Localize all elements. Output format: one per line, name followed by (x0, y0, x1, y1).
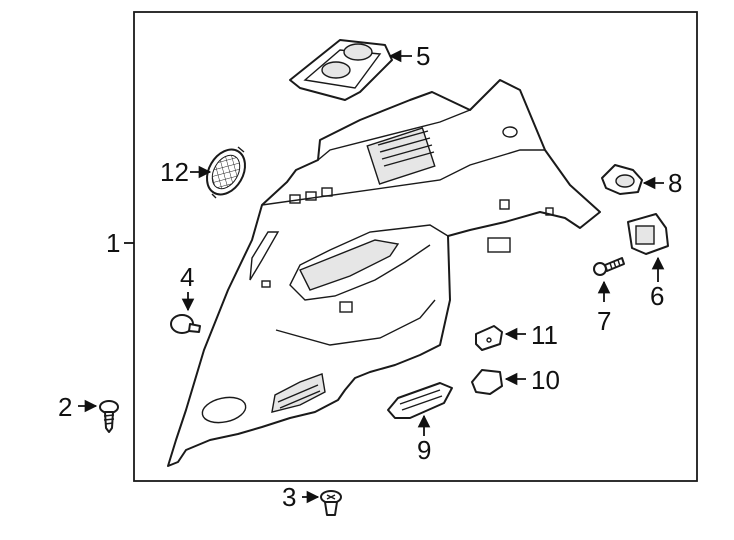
cupholder-bin (289, 39, 393, 101)
callout-9: 9 (417, 435, 431, 465)
callout-8: 8 (668, 168, 682, 198)
clip-11 (475, 325, 503, 351)
retainer-clip (601, 164, 643, 195)
block-10 (471, 369, 503, 395)
callout-12: 12 (160, 157, 189, 187)
callout-3: 3 (282, 482, 296, 512)
bezel (627, 213, 669, 255)
callout-5: 5 (416, 41, 430, 71)
fastener-3 (320, 490, 342, 516)
screw-2 (99, 400, 119, 433)
speaker-grille (206, 146, 246, 199)
callout-7: 7 (597, 306, 611, 336)
callout-1: 1 (106, 228, 120, 258)
callout-4: 4 (180, 262, 194, 292)
callout-10: 10 (531, 365, 560, 395)
screw-7 (593, 257, 625, 276)
assembly-frame (133, 11, 698, 482)
callout-6: 6 (650, 281, 664, 311)
handle (387, 382, 453, 419)
quarter-trim-panel (167, 79, 601, 467)
callout-11: 11 (531, 320, 558, 350)
push-pin (170, 314, 201, 334)
callout-2: 2 (58, 392, 72, 422)
